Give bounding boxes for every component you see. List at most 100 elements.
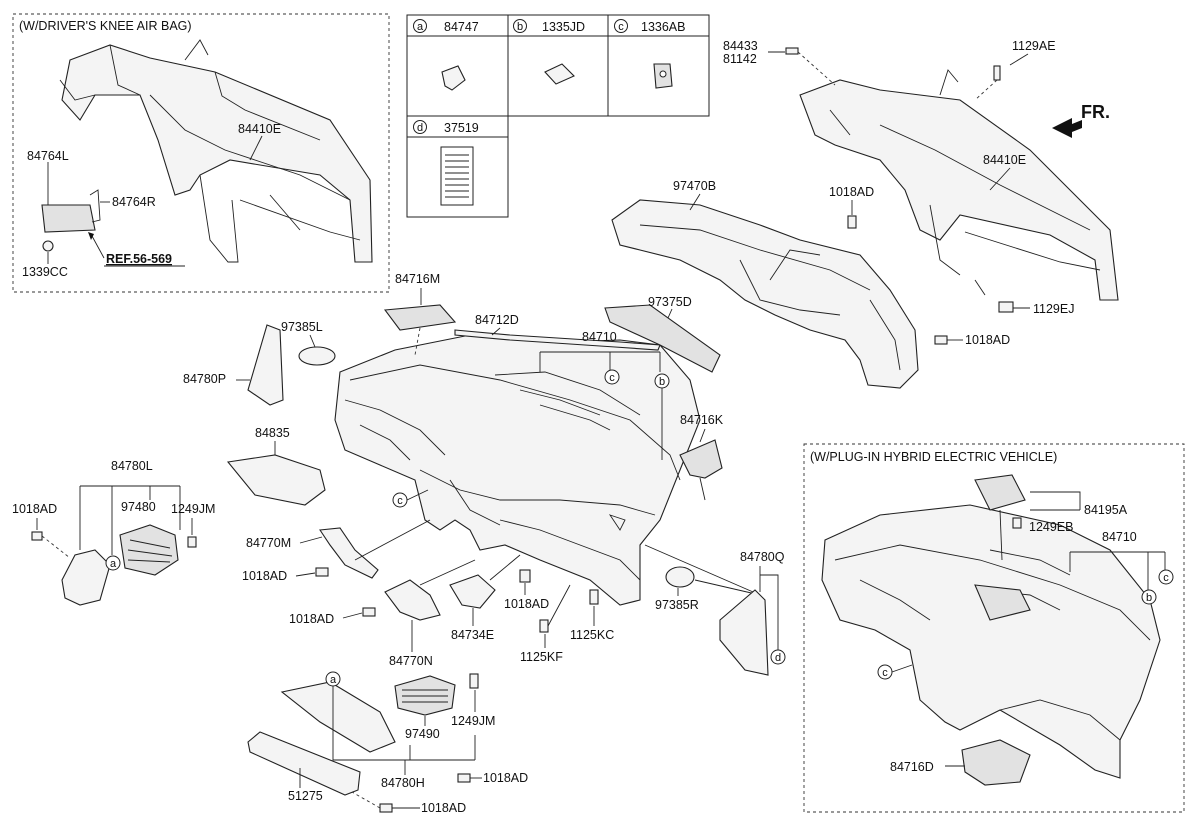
screw-duct-icon [847,215,857,229]
bolt-1125kf-icon [539,619,549,633]
screw-1249eb-icon [1012,517,1022,529]
label-1129ae: 1129AE [1012,39,1056,53]
molding-84712d-drawing [454,329,661,351]
label-84710-inset: 84710 [1102,530,1137,544]
bracket-84734e-drawing [449,574,496,609]
legend-cell-b: b 1335JD [513,19,585,85]
bracket-84770m-drawing [319,527,379,579]
pad-84835-drawing [226,454,326,506]
legend-letter-b: b [517,21,523,33]
label-84410e-main: 84410E [983,153,1026,167]
label-84716k: 84716K [680,413,724,427]
circle-main-b: b [659,376,665,388]
inset-knee-bracket-drawing [41,172,101,252]
label-84710: 84710 [582,330,617,344]
label-97385l: 97385L [281,320,323,334]
side-cover-97385r-drawing [665,566,695,588]
label-84770m: 84770M [246,536,291,550]
legend-part-1335jd: 1335JD [542,20,585,34]
label-1018ad-m: 1018AD [242,569,287,583]
legend-cell-c: c 1336AB [614,19,685,89]
duct-drawing [611,199,919,389]
screw-1018ad-left-icon [31,531,43,541]
label-51275: 51275 [288,789,323,803]
screw-1018ad-e-icon [519,569,531,583]
vent-assembly-84780l-drawing [61,524,179,606]
label-1018ad-e: 1018AD [504,597,549,611]
legend-part-84747: 84747 [444,20,479,34]
bracket-84770n-drawing [384,579,441,621]
inset-bracket-84716d-drawing [961,739,1031,786]
inset-driver-knee-airbag: (W/DRIVER'S KNEE AIR BAG) 84410E 84764L … [12,13,390,293]
label-1018ad-duct2: 1018AD [965,333,1010,347]
inset-crossbar-drawing [59,39,373,263]
screw-1018ad-n-icon [362,607,376,617]
crash-pad-drawing [334,334,701,606]
legend-table: a 84747 b 1335JD c 1336AB d 37519 [406,14,710,218]
circle-garnish-a: a [330,674,337,686]
label-84410e-inset: 84410E [238,122,281,136]
label-1129ej: 1129EJ [1033,302,1074,316]
label-84716d: 84716D [890,760,934,774]
legend-part-37519: 37519 [444,121,479,135]
label-97470b: 97470B [673,179,716,193]
label-84780h: 84780H [381,776,425,790]
bolt-84433-icon [785,47,799,55]
label-81142: 81142 [723,52,757,66]
label-1339cc: 1339CC [22,265,68,279]
garnish-51275-drawing [247,731,361,796]
label-84764r: 84764R [112,195,156,209]
label-1018ad-n: 1018AD [289,612,334,626]
legend-part-1336ab: 1336AB [641,20,685,34]
side-panel-84780p-drawing [247,324,284,406]
ref-56-569[interactable]: REF.56-569 [106,252,172,266]
label-84716m: 84716M [395,272,440,286]
garnish-assembly-84780h-drawing [280,675,456,753]
circle-panel-d: d [775,652,781,664]
circle-vent-a: a [110,558,117,570]
cover-84716k-drawing [679,439,723,479]
label-84780q: 84780Q [740,550,785,564]
legend-letter-a: a [417,21,424,33]
circle-inset-c1: c [1163,572,1169,584]
main-crossbar-drawing [799,69,1119,301]
inset-driver-title: (W/DRIVER'S KNEE AIR BAG) [19,19,192,33]
label-97480: 97480 [121,500,156,514]
label-1125kf: 1125KF [520,650,563,664]
label-1018ad-h: 1018AD [483,771,528,785]
bolt-1129ae-icon [993,65,1001,81]
label-84433: 84433 [723,39,758,53]
label-1018ad-duct: 1018AD [829,185,874,199]
legend-cell-d: d 37519 [413,120,479,206]
label-84734e: 84734E [451,628,494,642]
inset-plugin-hybrid: (W/PLUG-IN HYBRID ELECTRIC VEHICLE) 8419… [803,443,1185,813]
label-84712d: 84712D [475,313,519,327]
label-1018ad-bottom: 1018AD [421,801,466,815]
circle-inset-b1: b [1146,592,1152,604]
label-1249jm: 1249JM [171,502,215,516]
circle-inset-c2: c [882,667,888,679]
label-84780l: 84780L [111,459,153,473]
legend-letter-c: c [618,21,624,33]
screw-1249jm-icon [187,536,197,548]
screw-1129ej-icon [998,301,1014,313]
label-1249eb: 1249EB [1029,520,1073,534]
circle-main-c2: c [397,495,403,507]
screw-duct2-icon [934,335,948,345]
label-97375d: 97375D [648,295,692,309]
defrost-grille-97375d-drawing [604,304,721,373]
side-cover-97385l-drawing [298,346,336,366]
label-84770n: 84770N [389,654,433,668]
screw-1018ad-bottom-icon [379,803,393,813]
label-1249jm-b: 1249JM [451,714,495,728]
inset-plugin-title: (W/PLUG-IN HYBRID ELECTRIC VEHICLE) [810,450,1057,464]
fr-label: FR. [1081,102,1110,122]
front-direction-indicator: FR. [1052,102,1110,138]
label-84835: 84835 [255,426,290,440]
bolt-1125kc-icon [589,589,599,605]
inset-cover-84195a-drawing [974,474,1026,511]
label-97385r: 97385R [655,598,699,612]
screw-1249jm-b-icon [469,673,479,689]
circle-main-c: c [609,372,615,384]
